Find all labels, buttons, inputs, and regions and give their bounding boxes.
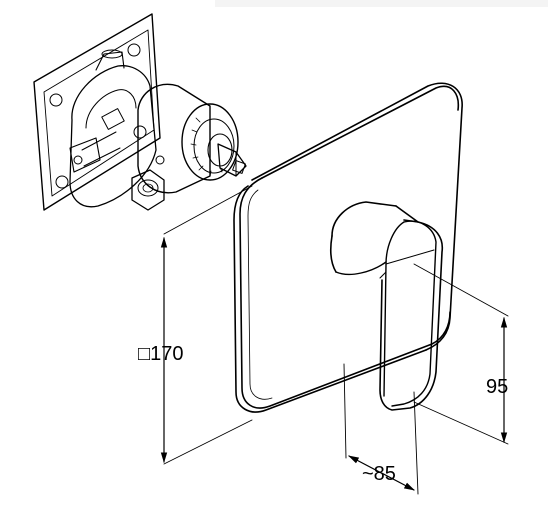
dimension-plate-size: □170	[138, 185, 253, 465]
dimension-projection-depth: ~85	[343, 363, 419, 495]
top-band	[215, 0, 548, 7]
cover-plate	[233, 82, 463, 413]
plate-size-label: □170	[138, 343, 183, 365]
lever-handle	[330, 201, 444, 411]
projection-depth-label: ~85	[362, 463, 396, 485]
concealed-valve-body	[33, 13, 247, 211]
dimension-lever-height: 95	[413, 263, 509, 445]
lever-height-label: 95	[486, 376, 508, 398]
